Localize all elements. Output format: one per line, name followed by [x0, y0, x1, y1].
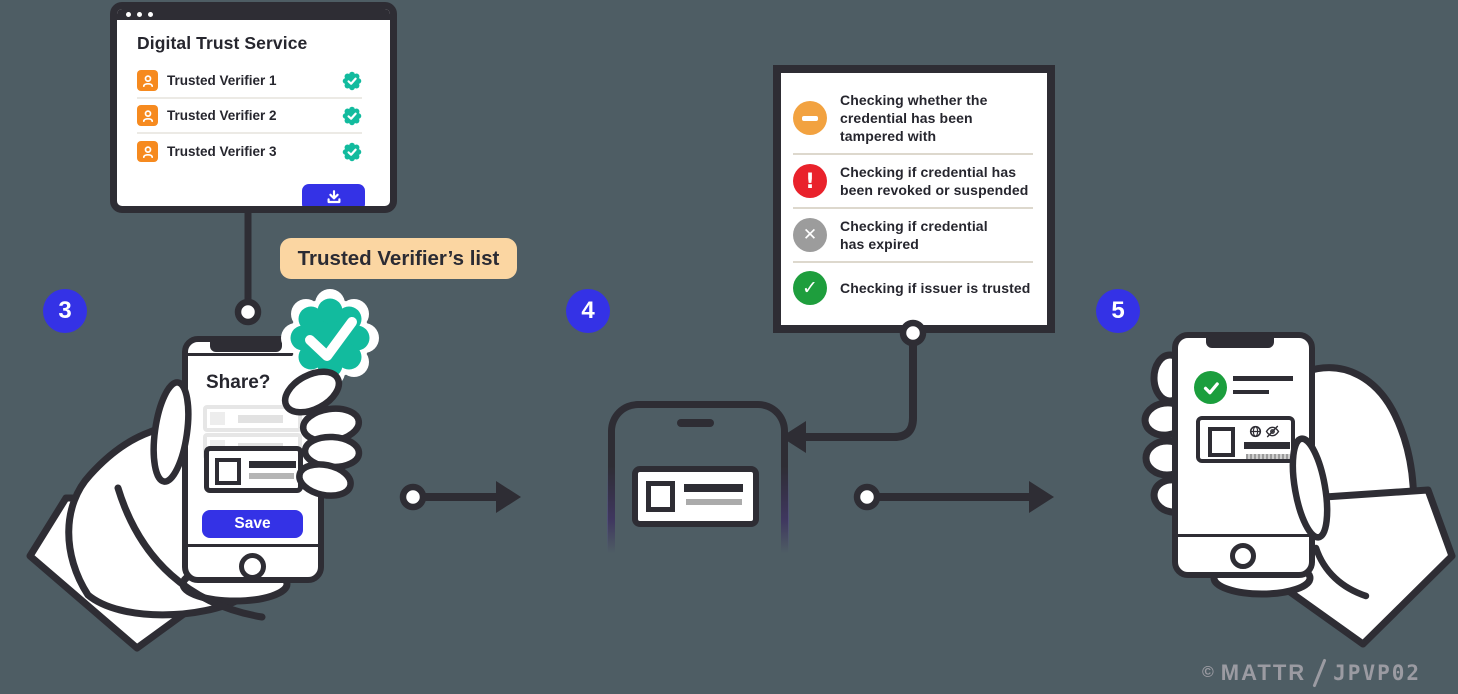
brand-name: MATTR — [1220, 660, 1307, 685]
credential-subtitle-bar — [1246, 454, 1290, 459]
credential-title-bar — [684, 484, 743, 492]
divider — [793, 153, 1033, 155]
checklist-text: Checking whether the credential has been… — [840, 92, 988, 144]
person-icon — [137, 70, 158, 91]
verification-checklist-panel: Checking whether the credential has been… — [773, 65, 1055, 333]
window-dot — [126, 11, 131, 17]
middle-phone — [607, 401, 789, 563]
credential-card[interactable] — [204, 446, 303, 493]
save-button[interactable]: Save — [202, 510, 303, 538]
person-icon — [137, 141, 158, 162]
ghost-thumbnail — [210, 412, 225, 425]
step-badge-3: 3 — [43, 289, 87, 333]
ghost-text-bar — [238, 414, 283, 423]
verifier-row[interactable]: Trusted Verifier 2 — [137, 99, 362, 134]
phone-notch — [1206, 337, 1274, 348]
verified-seal-icon — [342, 106, 362, 125]
phone-edge-fade-right — [781, 466, 789, 563]
verifier-label: Trusted Verifier 3 — [167, 144, 277, 159]
digital-trust-service-window: Digital Trust Service Trusted Verifier 1 — [110, 2, 397, 213]
check-icon: ✓ — [793, 271, 827, 305]
checklist-text: Checking if issuer is trusted — [840, 280, 1031, 296]
divider — [793, 207, 1033, 209]
checklist-item: ✓ Checking if issuer is trusted — [793, 263, 1033, 313]
divider — [793, 261, 1033, 263]
verified-seal-icon — [342, 71, 362, 90]
checklist-text: Checking if credential has expired — [840, 218, 988, 252]
window-dot — [137, 11, 142, 17]
watermark: © MATTR JPVP02 — [1202, 658, 1421, 688]
credential-photo — [646, 481, 675, 512]
credential-photo — [215, 458, 241, 485]
phone-speaker — [677, 419, 714, 427]
checklist-item: Checking whether the credential has been… — [793, 83, 1033, 153]
credential-card[interactable] — [1196, 416, 1295, 463]
trusted-verifiers-list-tag: Trusted Verifier’s list — [280, 238, 517, 279]
step-badge-4: 4 — [566, 289, 610, 333]
result-title-bar — [1233, 376, 1293, 381]
verifier-label: Trusted Verifier 2 — [167, 108, 277, 123]
home-button[interactable] — [1230, 543, 1256, 569]
credential-subtitle-bar — [686, 499, 742, 505]
verifier-label: Trusted Verifier 1 — [167, 73, 277, 88]
copyright-icon: © — [1202, 664, 1214, 681]
exclamation-icon: ! — [793, 164, 827, 198]
diagram-code: JPVP02 — [1333, 661, 1422, 685]
eye-off-icon — [1265, 425, 1280, 438]
person-icon — [137, 105, 158, 126]
phone-edge-fade-left — [607, 466, 615, 563]
window-titlebar — [117, 9, 390, 20]
cross-icon: ✕ — [793, 218, 827, 252]
window-dot — [148, 11, 153, 17]
verifier-row[interactable]: Trusted Verifier 3 — [137, 134, 362, 169]
verified-seal-icon — [342, 142, 362, 161]
checklist-text: Checking if credential has been revoked … — [840, 164, 1029, 198]
minus-icon — [793, 101, 827, 135]
download-icon — [327, 190, 340, 204]
verifier-row[interactable]: Trusted Verifier 1 — [137, 64, 362, 99]
phone-notch — [210, 341, 282, 352]
home-button[interactable] — [239, 553, 266, 580]
phone-bottom-line — [1178, 534, 1309, 537]
window-title: Digital Trust Service — [137, 33, 308, 53]
check-circle-icon — [1194, 371, 1227, 404]
checklist-item: ✕ Checking if credential has expired — [793, 209, 1033, 261]
download-button[interactable] — [302, 184, 365, 206]
result-subtitle-bar — [1233, 390, 1269, 394]
share-prompt: Share? — [206, 372, 271, 393]
step-badge-5: 5 — [1096, 289, 1140, 333]
credential-card[interactable] — [632, 466, 759, 527]
left-phone: Share? Save — [182, 336, 324, 583]
credential-list-item-ghost — [203, 405, 302, 432]
slash-divider — [1312, 658, 1327, 688]
credential-title-bar — [249, 461, 296, 468]
credential-subtitle-bar — [249, 473, 294, 479]
globe-icon — [1249, 425, 1262, 438]
right-phone — [1172, 332, 1315, 578]
credential-title-bar — [1244, 442, 1290, 449]
checklist-item: ! Checking if credential has been revoke… — [793, 155, 1033, 207]
phone-bottom-line — [188, 544, 318, 547]
credential-photo — [1208, 427, 1235, 457]
phone-bezel-line — [188, 353, 318, 356]
